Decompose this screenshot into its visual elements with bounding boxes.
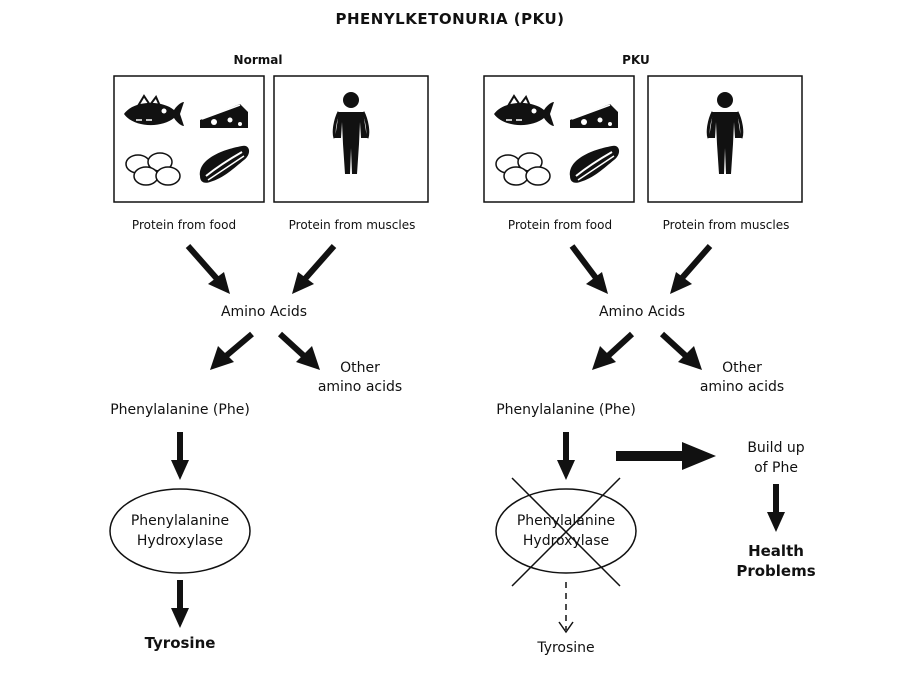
pku-arrow-health: [767, 484, 785, 532]
normal-enzyme-line2: Hydroxylase: [137, 533, 223, 549]
diagram-title: PHENYLKETONURIA (PKU): [335, 10, 564, 28]
pku-enzyme-ellipse: [495, 488, 637, 574]
normal-phe: Phenylalanine (Phe): [110, 402, 250, 418]
normal-arrow-muscle: [292, 244, 337, 294]
pku-muscle-box: [647, 75, 803, 203]
normal-muscle-box: [273, 75, 429, 203]
normal-food-box: [113, 75, 265, 203]
pku-enzyme-cross: [511, 477, 621, 587]
pku-enzyme-line1: Phenylalanine: [517, 513, 615, 529]
pku-phe: Phenylalanine (Phe): [496, 402, 636, 418]
pku-heading: PKU: [622, 53, 650, 67]
pku-arrow-buildup: [616, 442, 716, 470]
normal-tyrosine: Tyrosine: [145, 634, 216, 652]
normal-arrow-other: [277, 331, 320, 370]
pku-arrow-other: [659, 331, 702, 370]
meat-icon: [198, 144, 251, 184]
normal-arrow-enzyme: [171, 432, 189, 480]
fish-icon: [493, 95, 555, 127]
normal-arrow-tyrosine: [171, 580, 189, 628]
pku-buildup-1: Build up: [747, 440, 804, 456]
normal-amino-acids: Amino Acids: [221, 304, 307, 320]
eggs-icon: [495, 152, 551, 186]
normal-arrow-phe: [210, 331, 254, 370]
meat-icon: [568, 144, 621, 184]
person-icon: [332, 90, 370, 176]
pku-health-2: Problems: [736, 562, 815, 580]
normal-enzyme-ellipse: [109, 488, 251, 574]
pku-arrow-muscle: [670, 244, 713, 294]
pku-arrow-food: [569, 244, 608, 294]
fish-icon: [123, 95, 185, 127]
pku-other-amino-1: Other: [722, 360, 762, 376]
pku-arrow-phe: [592, 331, 635, 370]
pku-amino-acids: Amino Acids: [599, 304, 685, 320]
normal-enzyme-line1: Phenylalanine: [131, 513, 229, 529]
normal-heading: Normal: [234, 53, 283, 67]
pku-food-box: [483, 75, 635, 203]
pku-other-amino-2: amino acids: [700, 379, 784, 395]
normal-other-amino-1: Other: [340, 360, 380, 376]
pku-food-caption: Protein from food: [508, 218, 612, 232]
pku-tyrosine: Tyrosine: [536, 640, 594, 656]
pku-enzyme-line2: Hydroxylase: [523, 533, 609, 549]
pku-health-1: Health: [748, 542, 804, 560]
pku-arrow-enzyme: [557, 432, 575, 480]
cheese-icon: [569, 103, 619, 129]
normal-muscle-caption: Protein from muscles: [289, 218, 416, 232]
normal-arrow-food: [185, 244, 230, 294]
pku-buildup-2: of Phe: [754, 460, 798, 476]
eggs-icon: [125, 152, 181, 186]
pku-muscle-caption: Protein from muscles: [663, 218, 790, 232]
cheese-icon: [199, 103, 249, 129]
normal-food-caption: Protein from food: [132, 218, 236, 232]
normal-other-amino-2: amino acids: [318, 379, 402, 395]
pku-arrow-tyrosine-dashed: [558, 582, 574, 634]
person-icon: [706, 90, 744, 176]
